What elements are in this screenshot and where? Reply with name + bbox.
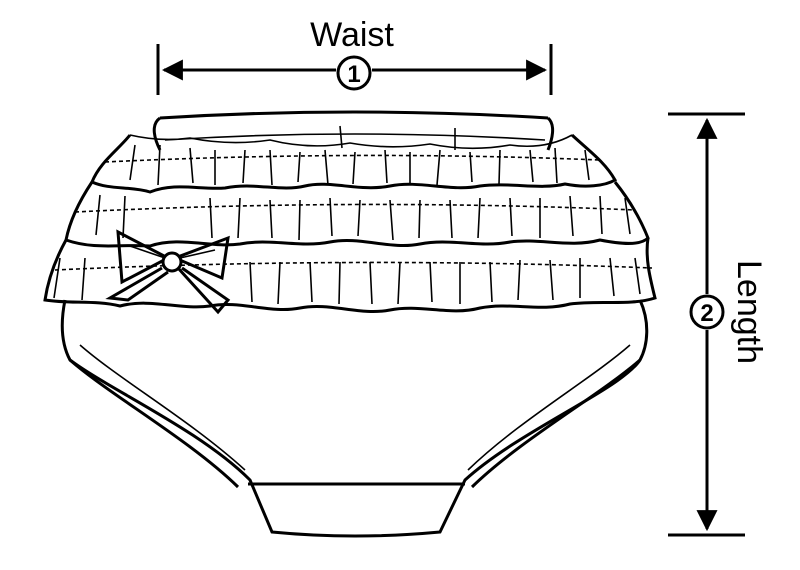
waistband — [152, 110, 555, 151]
length-label: Length — [730, 260, 768, 364]
bow-icon — [105, 229, 231, 315]
ruffle-tier-3-gathers — [53, 257, 641, 305]
ruffle-tier-3 — [43, 237, 657, 314]
length-number-badge — [689, 294, 725, 330]
length-number: 2 — [700, 300, 713, 327]
ruffle-tier-2 — [64, 181, 650, 248]
brief-body — [60, 299, 649, 538]
waist-number-badge — [336, 55, 372, 91]
ruffle-tier-2-gathers — [95, 194, 631, 241]
waist-label: Waist — [310, 16, 394, 54]
ruffle-tier-1-gathers — [129, 144, 590, 186]
ruffle-tier-1 — [90, 133, 618, 194]
ruffle-bloomer-icon — [43, 110, 657, 538]
length-measurement: 2 Length — [668, 112, 768, 537]
waist-number: 1 — [347, 61, 360, 88]
waist-measurement: Waist 1 — [156, 16, 553, 95]
